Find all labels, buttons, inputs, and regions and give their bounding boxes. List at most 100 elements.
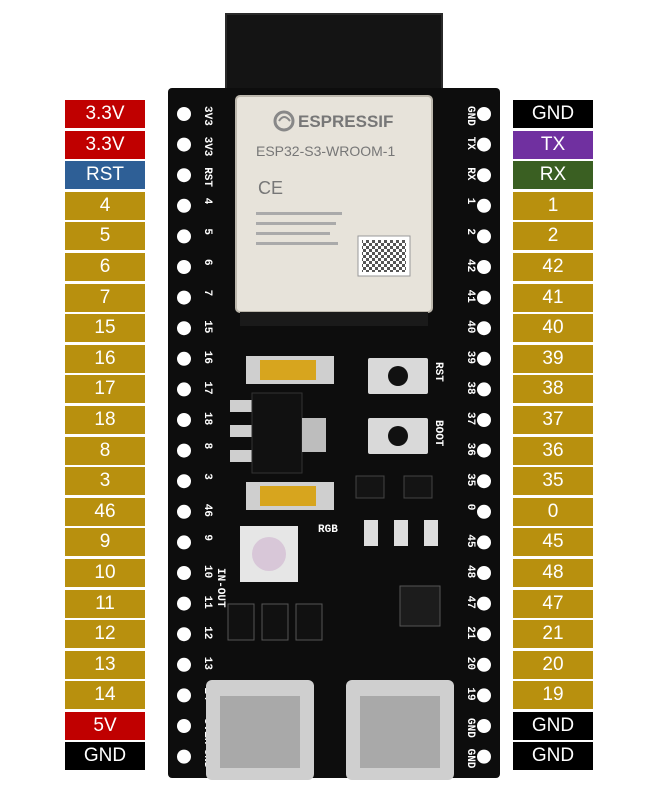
right-pin-label: 38	[513, 375, 593, 404]
silkscreen-label: 48	[464, 565, 476, 579]
left-pin-label: 5	[65, 222, 145, 251]
transistors	[355, 475, 433, 499]
module-fine-print	[256, 212, 342, 245]
header-hole	[477, 688, 491, 703]
right-pin-label: 19	[513, 681, 593, 710]
silkscreen-label: 4	[201, 198, 213, 205]
header-hole	[477, 290, 491, 305]
left-pin-label: 9	[65, 528, 145, 557]
rgb-led	[240, 526, 298, 582]
silkscreen-label: 15	[201, 320, 213, 334]
right-pin-label: 35	[513, 467, 593, 496]
silkscreen-label: 16	[201, 351, 213, 364]
right-pin-label: 48	[513, 558, 593, 587]
header-hole	[477, 749, 491, 764]
silkscreen-label: GND	[464, 718, 476, 738]
left-pin-label: 3.3V	[65, 100, 145, 128]
left-pin-label: 18	[65, 405, 145, 434]
header-hole	[477, 107, 491, 121]
header-hole	[177, 474, 191, 489]
silkscreen-label: 41	[464, 290, 476, 304]
silkscreen-label: 0	[464, 504, 476, 511]
header-hole	[477, 198, 491, 213]
silkscreen-label: 11	[201, 596, 213, 610]
silkscreen-label: GND	[464, 106, 476, 126]
header-hole	[177, 351, 191, 366]
right-pin-label: 21	[513, 620, 593, 649]
header-hole	[177, 749, 191, 764]
left-pin-label: 4	[65, 191, 145, 220]
capacitor-bottom	[246, 482, 334, 510]
header-hole	[177, 137, 191, 152]
in-out-silk-label: IN-OUT	[214, 568, 226, 608]
capacitor-top	[246, 356, 334, 384]
silkscreen-label: 7	[201, 290, 213, 297]
right-pin-label: GND	[513, 100, 593, 128]
header-hole	[477, 596, 491, 611]
silkscreen-label: 2	[464, 228, 476, 235]
module-brand: ESPRESSIF	[298, 112, 393, 131]
silkscreen-label: 3	[201, 473, 213, 480]
left-pin-label: 15	[65, 314, 145, 343]
module-ce-mark: CE	[258, 178, 283, 198]
silkscreen-label: 6	[201, 259, 213, 266]
diodes	[227, 603, 323, 641]
silkscreen-label: 38	[464, 381, 476, 395]
left-pin-label: 3	[65, 467, 145, 496]
left-pin-label: 46	[65, 497, 145, 526]
boot-button[interactable]	[368, 418, 428, 454]
header-hole	[177, 229, 191, 244]
right-pin-label: 39	[513, 344, 593, 373]
right-header-holes	[477, 107, 491, 764]
silkscreen-label: 47	[464, 596, 476, 609]
left-pin-label: 10	[65, 558, 145, 587]
left-pin-label: 3.3V	[65, 130, 145, 159]
silkscreen-label: 35	[464, 473, 476, 487]
header-hole	[177, 290, 191, 305]
status-leds	[364, 520, 438, 546]
usb-c-connector-left[interactable]	[206, 680, 314, 780]
silkscreen-label: 17	[201, 381, 213, 394]
silkscreen-label: 10	[201, 565, 213, 578]
header-hole	[477, 351, 491, 366]
left-pin-label: GND	[65, 742, 145, 771]
header-hole	[177, 443, 191, 458]
header-hole	[177, 627, 191, 642]
right-pin-label: 37	[513, 405, 593, 434]
silkscreen-label: 39	[464, 351, 476, 364]
usb-c-connector-right[interactable]	[346, 680, 454, 780]
module-qr-code	[357, 235, 411, 277]
header-hole	[477, 627, 491, 642]
silkscreen-label: 19	[464, 687, 476, 700]
silkscreen-label: 18	[201, 412, 213, 426]
header-hole	[177, 596, 191, 611]
header-hole	[177, 321, 191, 336]
silkscreen-label: 9	[201, 534, 213, 541]
header-hole	[477, 504, 491, 519]
left-header-holes	[177, 107, 191, 764]
header-hole	[477, 474, 491, 489]
right-pin-label: RX	[513, 161, 593, 190]
usb-bridge-chip	[399, 585, 441, 627]
silkscreen-label: 5	[201, 228, 213, 235]
left-pin-label: RST	[65, 161, 145, 190]
silkscreen-label: 46	[201, 504, 213, 517]
rst-button[interactable]	[368, 358, 428, 394]
left-pin-label: 8	[65, 436, 145, 465]
module-model: ESP32-S3-WROOM-1	[256, 143, 395, 159]
header-hole	[177, 504, 191, 519]
left-pin-label: 6	[65, 252, 145, 281]
header-hole	[177, 107, 191, 121]
header-hole	[477, 260, 491, 274]
module-castellations	[240, 312, 428, 326]
silkscreen-label: RST	[201, 167, 213, 187]
header-hole	[477, 137, 491, 152]
left-pin-label: 12	[65, 620, 145, 649]
left-pin-label: 14	[65, 681, 145, 710]
header-hole	[177, 657, 191, 672]
header-hole	[177, 719, 191, 733]
silkscreen-label: 1	[464, 198, 476, 205]
right-pin-label: 0	[513, 497, 593, 526]
